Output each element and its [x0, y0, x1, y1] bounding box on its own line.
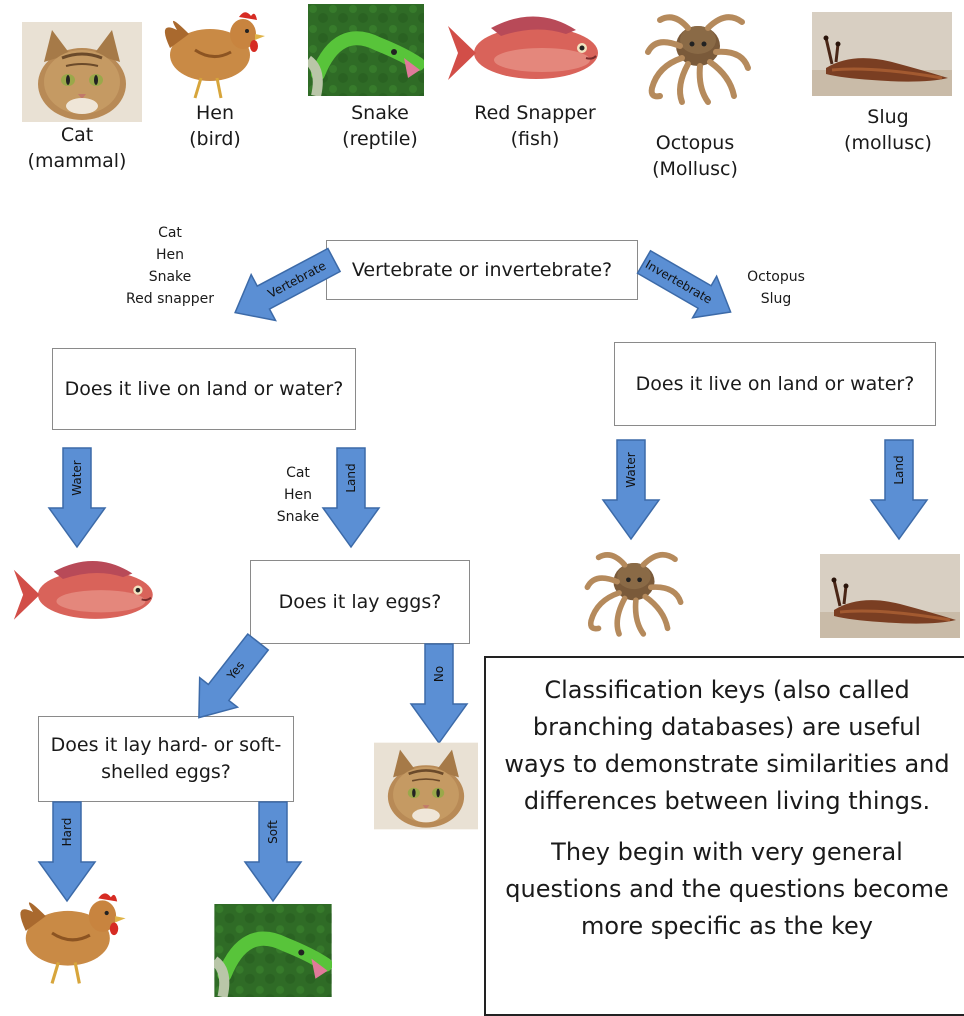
no-arrow: No [409, 643, 469, 745]
question-land-water-left-box: Does it live on land or water? [52, 348, 356, 430]
soft-arrow: Soft [243, 801, 303, 903]
land-left-arrow-label: Land [344, 463, 358, 492]
octopus-image [638, 6, 758, 106]
caption-snake-group: (reptile) [342, 128, 418, 150]
vertebrate-list-item: Cat [158, 225, 182, 241]
caption-slug: Slug (mollusc) [828, 104, 948, 156]
vertebrate-list-item: Snake [148, 269, 192, 285]
question-land-water-left-text: Does it live on land or water? [64, 377, 344, 400]
octopus-result-image [578, 544, 690, 638]
info-paragraph-1: Classification keys (also called branchi… [504, 676, 950, 815]
question-vertebrate-text: Vertebrate or invertebrate? [351, 258, 613, 281]
question-land-water-right-box: Does it live on land or water? [614, 342, 936, 426]
caption-octopus: Octopus (Mollusc) [630, 130, 760, 182]
land-vertebrate-list-item: Hen [283, 487, 312, 503]
caption-hen: Hen (bird) [160, 100, 270, 152]
question-shell-text: Does it lay hard- or soft-shelled eggs? [50, 734, 282, 783]
cat-result-image [374, 742, 478, 830]
invertebrate-list-item: Slug [760, 291, 792, 307]
caption-slug-name: Slug [867, 106, 909, 128]
vertebrate-list-item: Red snapper [126, 291, 214, 307]
snake-image [308, 4, 424, 96]
water-left-arrow-label: Water [70, 460, 84, 496]
water-left-arrow: Water [47, 447, 107, 549]
caption-cat: Cat (mammal) [12, 122, 142, 174]
cat-image [22, 22, 142, 122]
caption-snake: Snake (reptile) [320, 100, 440, 152]
soft-arrow-label: Soft [266, 820, 280, 844]
hard-arrow: Hard [37, 801, 97, 903]
caption-cat-group: (mammal) [27, 150, 127, 172]
info-box: Classification keys (also called branchi… [484, 656, 964, 1016]
vertebrate-list-item: Hen [155, 247, 184, 263]
land-vertebrate-list: Cat Hen Snake [266, 462, 330, 528]
land-vertebrate-list-item: Cat [286, 465, 310, 481]
caption-octopus-name: Octopus [655, 132, 735, 154]
question-eggs-text: Does it lay eggs? [278, 590, 442, 613]
yes-arrow: Yes [198, 632, 270, 719]
caption-fish-name: Red Snapper [474, 102, 596, 124]
fish-result-image [12, 560, 154, 621]
question-vertebrate-box: Vertebrate or invertebrate? [326, 240, 638, 300]
land-right-arrow: Land [869, 439, 929, 541]
invertebrate-arrow: Invertebrate [636, 249, 732, 319]
hen-result-image [18, 891, 128, 986]
caption-cat-name: Cat [60, 124, 94, 146]
hard-arrow-label: Hard [60, 818, 74, 847]
land-right-arrow-label: Land [892, 455, 906, 484]
land-left-arrow: Land [321, 447, 381, 549]
caption-fish: Red Snapper (fish) [460, 100, 610, 152]
caption-octopus-group: (Mollusc) [652, 158, 738, 180]
caption-hen-name: Hen [195, 102, 235, 124]
hen-image [163, 10, 267, 100]
question-shell-box: Does it lay hard- or soft-shelled eggs? [38, 716, 294, 802]
slug-result-image [820, 554, 960, 638]
caption-slug-group: (mollusc) [844, 132, 932, 154]
no-arrow-label: No [432, 666, 446, 682]
info-paragraph-2: They begin with very general questions a… [505, 838, 949, 940]
land-vertebrate-list-item: Snake [276, 509, 320, 525]
vertebrate-list: Cat Hen Snake Red snapper [112, 222, 228, 310]
caption-fish-group: (fish) [510, 128, 560, 150]
question-land-water-right-text: Does it live on land or water? [635, 372, 915, 395]
water-right-arrow-label: Water [624, 452, 638, 488]
vertebrate-arrow: Vertebrate [234, 247, 342, 322]
snake-result-image [214, 904, 332, 997]
invertebrate-list-item: Octopus [747, 269, 805, 285]
question-eggs-box: Does it lay eggs? [250, 560, 470, 644]
fish-image [447, 15, 599, 81]
caption-snake-name: Snake [351, 102, 409, 124]
water-right-arrow: Water [601, 439, 661, 541]
invertebrate-list: Octopus Slug [730, 266, 822, 310]
caption-hen-group: (bird) [189, 128, 241, 150]
slug-image [812, 12, 952, 96]
